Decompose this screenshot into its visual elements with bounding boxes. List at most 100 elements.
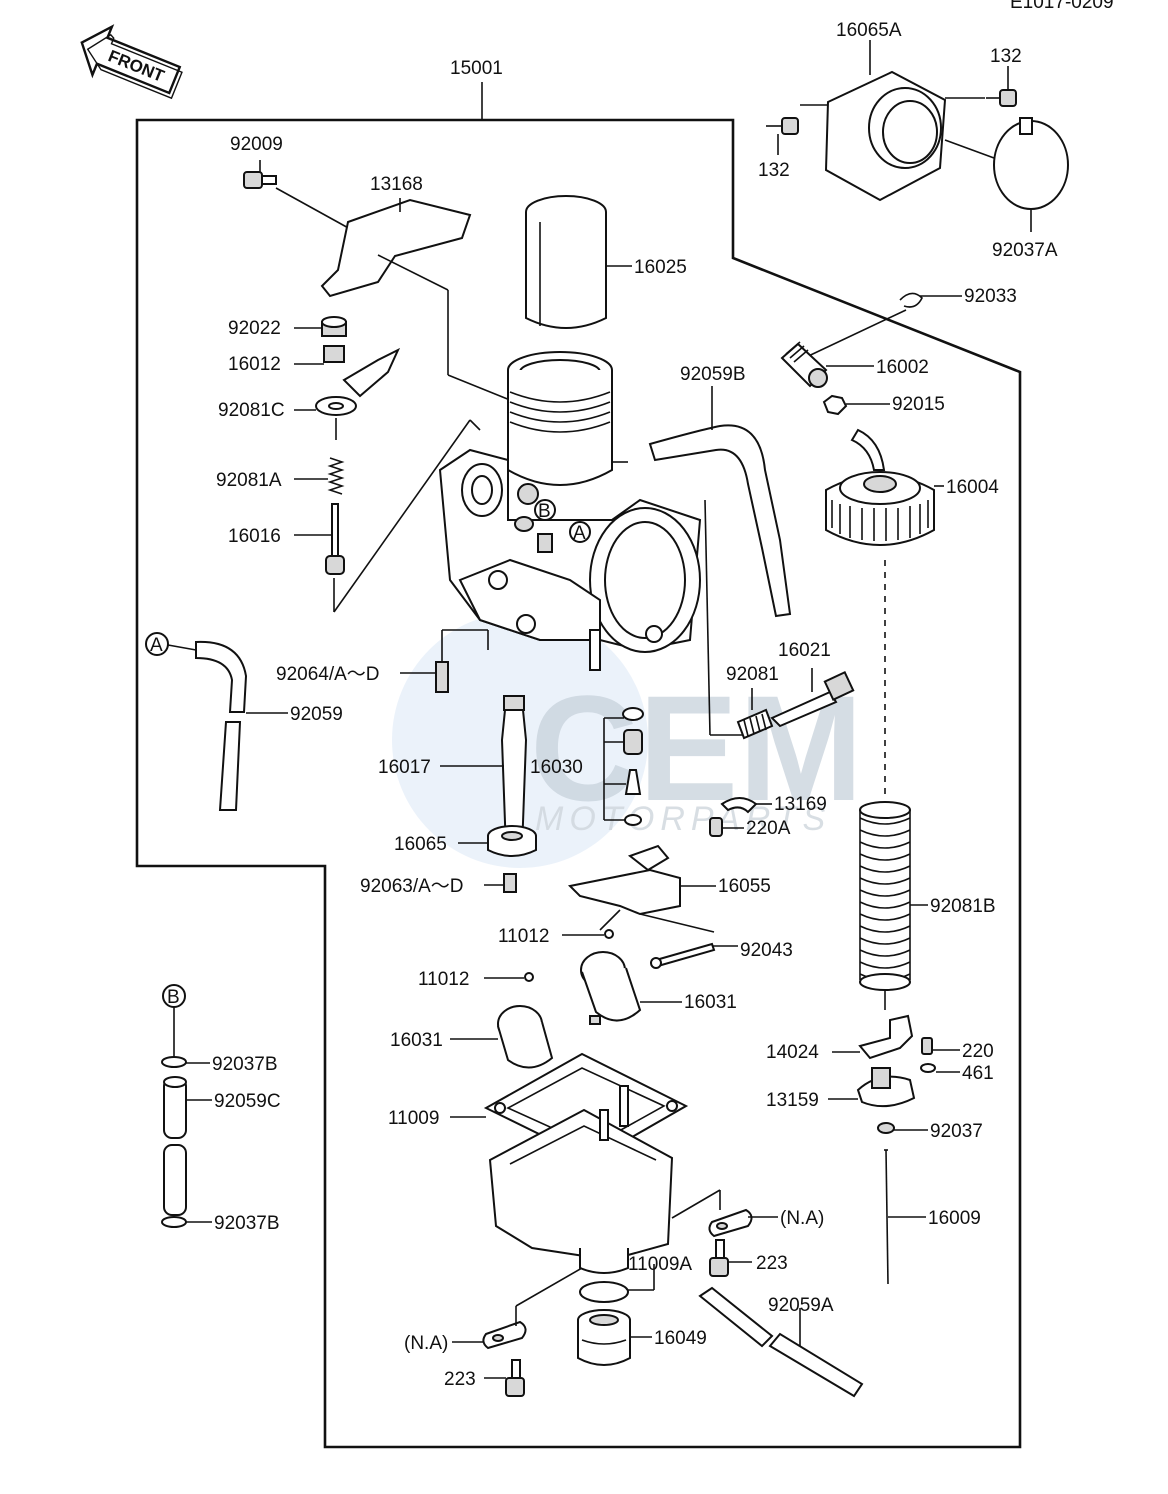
- label-92037: 92037: [930, 1121, 983, 1142]
- label-13169: 13169: [774, 794, 827, 815]
- label-13159: 13159: [766, 1090, 819, 1111]
- reference-code: E1017-0209: [1010, 0, 1114, 13]
- float-16031a-part: [580, 951, 682, 1025]
- needle-16016-part: [294, 503, 345, 612]
- label-11012a: 11012: [498, 926, 549, 947]
- float-arm-16055-part: [567, 844, 716, 933]
- part-13159: [828, 1067, 916, 1108]
- ball-11012b-part: [484, 972, 534, 982]
- hose-clamp-part: [944, 117, 1069, 232]
- label-16031a: 16031: [684, 992, 737, 1013]
- plate-13169-part: [720, 797, 772, 814]
- label-92081C: 92081C: [218, 400, 285, 421]
- label-11009A: 11009A: [628, 1254, 692, 1275]
- nut-92015-part: [822, 394, 890, 416]
- label-92037B-top: 92037B: [212, 1054, 278, 1075]
- label-16031b: 16031: [390, 1030, 443, 1051]
- gasket-92037B2-part: [161, 1216, 212, 1228]
- hose-92059A-part: [698, 1286, 864, 1398]
- carburetor-body-part: [438, 351, 745, 736]
- callout-A-left: A: [145, 632, 169, 656]
- hose-92059B-part: [648, 386, 792, 618]
- callout-A-on-body: A: [569, 521, 591, 544]
- gasket-92037B-part: [161, 1056, 210, 1068]
- washer-461-part: [920, 1063, 960, 1073]
- label-92015: 92015: [892, 394, 945, 415]
- spring-92081B-part: [859, 801, 928, 1010]
- label-16055: 16055: [718, 876, 771, 897]
- jet-92064-part: [400, 629, 489, 693]
- label-16004: 16004: [946, 477, 999, 498]
- drain-plug-16049-part: [577, 1309, 652, 1366]
- part-14024: [832, 1014, 914, 1060]
- jet-92063-part: [484, 873, 517, 893]
- label-92081B: 92081B: [930, 896, 996, 917]
- hose-92059C-part: [163, 1076, 212, 1216]
- label-16025: 16025: [634, 257, 687, 278]
- screw-220-part: [921, 1037, 960, 1055]
- svg-text:B: B: [538, 501, 551, 522]
- label-223b: 223: [444, 1369, 476, 1390]
- label-92081A: 92081A: [216, 470, 282, 491]
- label-92033: 92033: [964, 286, 1017, 307]
- screw-92009-part: [243, 160, 353, 231]
- label-14024: 14024: [766, 1042, 819, 1063]
- label-11012b: 11012: [418, 969, 469, 990]
- spring-92081-part: [736, 688, 774, 740]
- screw-223b-part: [484, 1359, 525, 1397]
- screw-132-part: [986, 66, 1017, 107]
- label-92059A: 92059A: [768, 1295, 834, 1316]
- label-16021: 16021: [778, 640, 831, 661]
- label-92037A: 92037A: [992, 240, 1058, 261]
- cap-92022-part: [294, 316, 347, 337]
- callout-B-on-body: B: [534, 499, 556, 522]
- svg-text:A: A: [573, 523, 586, 544]
- label-92043: 92043: [740, 940, 793, 961]
- label-92063: 92063/A～D: [360, 876, 464, 897]
- float-valve-16030-part: [603, 707, 644, 826]
- label-132a: 132: [990, 46, 1022, 67]
- label-16002: 16002: [876, 357, 929, 378]
- hose-92059-part: [167, 640, 288, 811]
- label-92059B: 92059B: [680, 364, 746, 385]
- bracket-NA-left-part: [452, 1267, 583, 1350]
- watermark: CEM MOTORPARTS: [392, 612, 863, 868]
- label-92009: 92009: [230, 134, 283, 155]
- washer-92081C-part: [294, 396, 357, 440]
- choke-lever-part: [320, 198, 511, 401]
- screw-223a-part: [709, 1239, 752, 1277]
- spring-92081A-part: [294, 457, 345, 495]
- label-16017: 16017: [378, 757, 431, 778]
- screw-220A-part: [709, 817, 744, 837]
- part-16002: [780, 341, 874, 388]
- label-16065A: 16065A: [836, 20, 902, 41]
- adjuster-16012-part: [294, 345, 401, 398]
- top-cap-16004-part: [825, 428, 944, 546]
- clip-92033-part: [799, 292, 962, 361]
- label-16049: 16049: [654, 1328, 707, 1349]
- bracket-NA-right-part: [708, 1208, 778, 1238]
- front-arrow-icon: FRONT: [80, 24, 183, 100]
- label-16009: 16009: [928, 1208, 981, 1229]
- label-16012: 16012: [228, 354, 281, 375]
- label-92064: 92064/A～D: [276, 664, 380, 685]
- label-92059C: 92059C: [214, 1091, 281, 1112]
- label-92037B-bottom: 92037B: [214, 1213, 280, 1234]
- label-132b: 132: [758, 160, 790, 181]
- label-15001: 15001: [450, 58, 503, 79]
- oring-11009A-part: [579, 1264, 655, 1303]
- label-NA-right: (N.A): [780, 1208, 824, 1229]
- pin-92043-part: [650, 942, 738, 969]
- label-92022: 92022: [228, 318, 281, 339]
- part-16065: [458, 825, 537, 857]
- float-bowl-part: [488, 1085, 721, 1274]
- callout-B-left: B: [162, 984, 186, 1058]
- label-NA-left: (N.A): [404, 1333, 448, 1354]
- assembly-boundary: [135, 118, 1022, 1449]
- svg-text:B: B: [167, 987, 180, 1008]
- throttle-valve-part: [525, 195, 632, 329]
- label-461: 461: [962, 1063, 994, 1084]
- air-screw-16021-part: [770, 668, 855, 728]
- float-16031b-part: [450, 1005, 554, 1069]
